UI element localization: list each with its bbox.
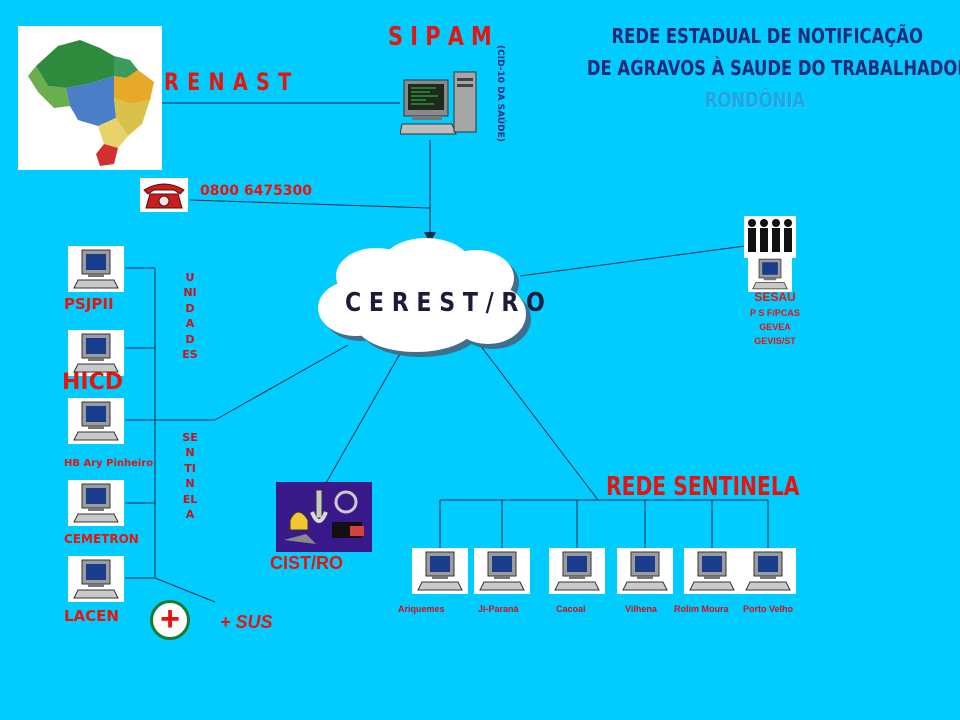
sesau-line-2: GEVEA [759, 322, 791, 332]
people-icon [748, 219, 792, 252]
unit-label-lacen: LACEN [64, 607, 119, 625]
vertical-unidades: UNIDADES [182, 271, 198, 362]
computer-icon [412, 548, 468, 594]
telephone [140, 178, 188, 212]
sesau-title: SESAU [754, 290, 796, 304]
sesau-line-3: GEVIS/ST [754, 336, 796, 346]
computer-icon [617, 548, 673, 594]
computer-icon [68, 398, 124, 444]
sentinel-computer-cacoal [549, 548, 605, 594]
computer-icon [684, 548, 740, 594]
title-line-2: DE AGRAVOS À SAUDE DO TRABALHADOR [586, 56, 960, 80]
computer-icon [748, 256, 792, 292]
title-line-1: REDE ESTADUAL DE NOTIFICAÇÃO [611, 24, 923, 48]
computer-icon [474, 548, 530, 594]
city-label-ariquemes: Ariquemes [398, 604, 445, 614]
sentinel-computer-porto-velho [740, 548, 796, 594]
city-label-rolim-moura: Rolim Moura [674, 604, 729, 614]
unit-computer-hicd [68, 330, 124, 376]
computer-vertical-label: (CID-10 DA SAÚDE) [495, 45, 505, 142]
unit-label-hicd: HICD [62, 370, 124, 395]
plus-sus-label: + SUS [220, 612, 273, 632]
city-label-cacoal: Cacoal [556, 604, 586, 614]
unit-computer-lacen [68, 556, 124, 602]
city-label-ji-parana: Ji-Paraná [478, 604, 519, 614]
rede-sentinela-title: REDE SENTINELA [606, 472, 800, 502]
unit-label-hb: HB Ary Pinheiro [64, 458, 154, 469]
computer-icon [740, 548, 796, 594]
computer-icon [549, 548, 605, 594]
unit-label-psjpii: PSJPII [64, 295, 114, 313]
sentinel-computer-ariquemes [412, 548, 468, 594]
plus-circle-icon: + [150, 600, 190, 640]
renast-label: R E N A S T [164, 68, 292, 96]
unit-computer-psjpii [68, 246, 124, 292]
unit-computer-cemetron [68, 480, 124, 526]
sesau-computer [748, 256, 792, 292]
tools-icon [276, 482, 372, 552]
telephone-icon [143, 183, 185, 209]
cist-image [276, 482, 372, 552]
sesau-line-1: P S F/PCAS [750, 308, 800, 318]
city-label-vilhena: Vilhena [625, 604, 657, 614]
vertical-sentinela: SENTINELA [182, 431, 198, 522]
computer-icon [68, 556, 124, 602]
plus-symbol: + [160, 600, 180, 638]
unit-label-cemetron: CEMETRON [64, 532, 139, 546]
sentinel-computer-vilhena [617, 548, 673, 594]
phone-number: 0800 6475300 [200, 183, 313, 199]
computer-icon [399, 71, 477, 135]
cerest-label: C E R E S T / R O [345, 288, 545, 318]
unit-computer-hb [68, 398, 124, 444]
cerest-cloud [316, 236, 538, 366]
sentinel-computer-rolim-moura [684, 548, 740, 594]
city-label-porto-velho: Porto Velho [743, 604, 794, 614]
sipam-computer [399, 70, 480, 138]
cloud-icon [318, 238, 531, 357]
computer-icon [68, 480, 124, 526]
sipam-label: S I P A M [388, 22, 492, 52]
sentinel-computer-ji-parana [474, 548, 530, 594]
sesau-people [744, 216, 796, 258]
cist-label: CIST/RO [270, 553, 344, 573]
computer-icon [68, 246, 124, 292]
brazil-map [18, 26, 162, 170]
title-line-3: RONDÔNIA [704, 88, 806, 112]
